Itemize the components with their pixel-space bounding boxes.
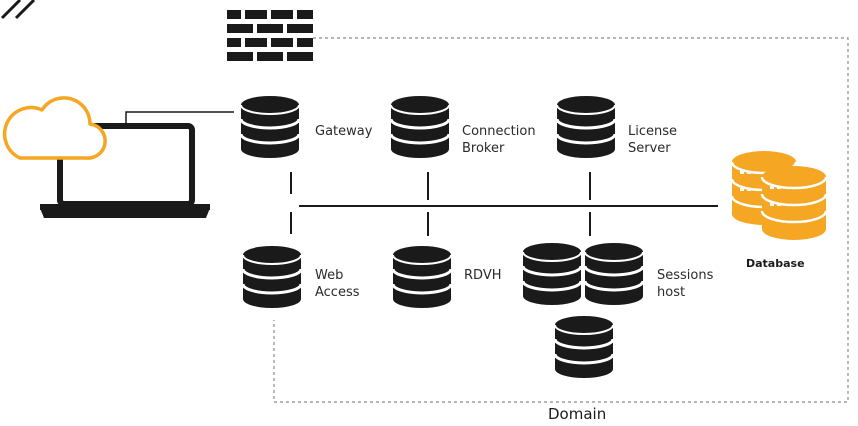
firewall-icon [227,10,313,61]
connection-broker-label: Connection Broker [462,124,536,156]
license-server-icon [555,94,617,160]
rdvh-label: RDVH [464,268,502,283]
sessions-host-server-icon [521,241,645,380]
gateway-server-icon [239,94,301,160]
web-access-label: Web Access [315,268,360,300]
rdvh-server-icon [391,244,453,310]
connection-broker-server-icon [389,94,451,160]
domain-label: Domain [548,405,607,423]
gateway-label: Gateway [315,124,373,139]
laptop-gateway-link [125,111,234,126]
license-server-label: License Server [628,124,678,156]
domain-boundary [273,37,849,403]
sessions-host-label: Sessions host [657,268,714,300]
web-access-server-icon [241,244,303,310]
connector-lines [290,172,718,236]
database-label: Database [746,257,805,270]
slash-marks-icon [0,0,36,20]
database-icon [730,149,828,242]
cloud-icon [2,96,107,160]
